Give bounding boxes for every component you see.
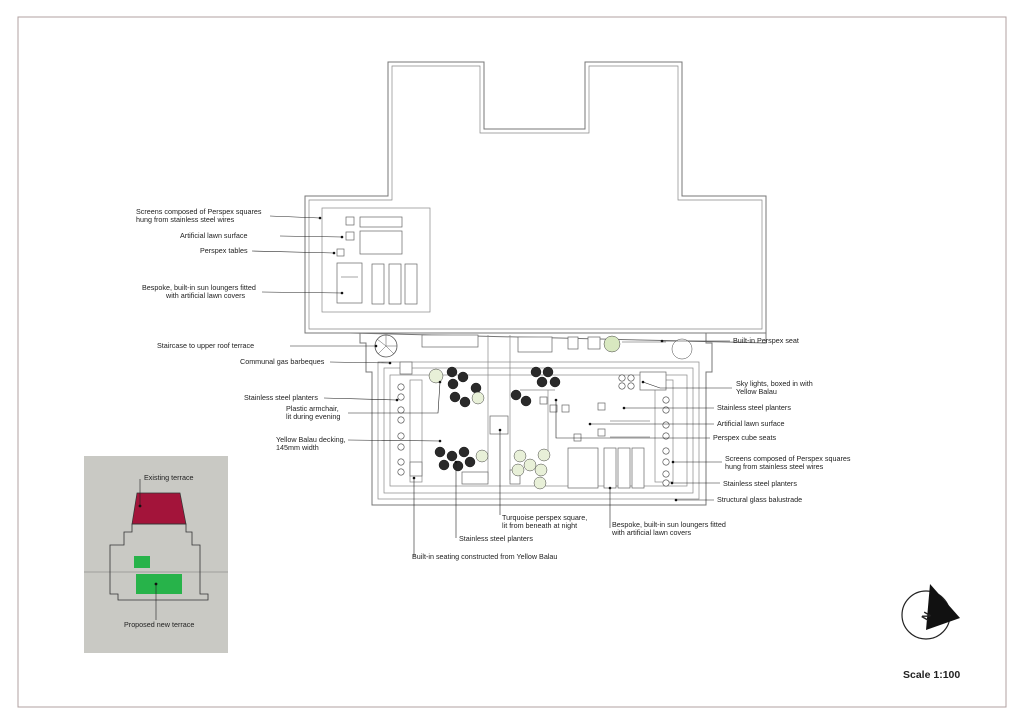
labels-left: Screens composed of Perspex squares hung…: [136, 207, 346, 452]
scale-label: Scale 1:100: [903, 669, 960, 681]
label-bbq: Communal gas barbeques: [240, 357, 325, 366]
proposed-terrace-plan: [349, 332, 767, 506]
label-screens-line1: Screens composed of Perspex squares: [136, 207, 262, 216]
spiral-staircase: [374, 334, 398, 358]
label-perspex-seat: Built-in Perspex seat: [733, 336, 799, 345]
inset-proposed-label: Proposed new terrace: [124, 620, 194, 629]
light-shrub-cluster: [428, 335, 693, 490]
label-skylights-line2: Yellow Balau: [736, 387, 777, 396]
label-loungers-bottom-line2: with artificial lawn covers: [611, 528, 691, 537]
label-skylights-line1: Sky lights, boxed in with: [736, 379, 813, 388]
label-loungers-line1: Bespoke, built-in sun loungers fitted: [142, 283, 256, 292]
label-artificial-lawn: Artificial lawn surface: [180, 231, 248, 240]
planting-symbols: [397, 335, 693, 490]
leader-lines: [251, 215, 732, 556]
label-screens-right-line2: hung from stainless steel wires: [725, 462, 824, 471]
label-planters-right: Stainless steel planters: [717, 403, 791, 412]
dark-shrub-cluster: [434, 366, 561, 472]
label-planters-right-2: Stainless steel planters: [723, 479, 797, 488]
label-planters-bottom: Stainless steel planters: [459, 534, 533, 543]
location-inset: Existing terrace Proposed new terrace: [84, 456, 228, 653]
proposed-terrace-block: [136, 574, 182, 594]
label-screens-line2: hung from stainless steel wires: [136, 215, 235, 224]
labels-bottom: Turquoise perspex square, lit from benea…: [412, 513, 726, 561]
label-screens-right-line1: Screens composed of Perspex squares: [725, 454, 851, 463]
label-balustrade: Structural glass balustrade: [717, 495, 802, 504]
label-lawn-right: Artificial lawn surface: [717, 419, 785, 428]
label-armchair-line2: lit during evening: [286, 412, 340, 421]
building-outline: [304, 61, 767, 334]
sheet-border: [17, 16, 1007, 708]
labels-right: Built-in Perspex seat Sky lights, boxed …: [713, 336, 851, 504]
side-planters: [397, 374, 670, 487]
inset-existing-label: Existing terrace: [144, 473, 194, 482]
label-decking-line1: Yellow Balau decking,: [276, 435, 346, 444]
label-built-in-seating: Built-in seating constructed from Yellow…: [412, 552, 557, 561]
label-loungers-bottom-line1: Bespoke, built-in sun loungers fitted: [612, 520, 726, 529]
label-cube-seats: Perspex cube seats: [713, 433, 777, 442]
label-planters-left: Stainless steel planters: [244, 393, 318, 402]
upper-roof-terrace: [321, 207, 431, 313]
label-staircase: Staircase to upper roof terrace: [157, 341, 254, 350]
label-perspex-tables: Perspex tables: [200, 246, 248, 255]
label-turquoise-line1: Turquoise perspex square,: [502, 513, 587, 522]
label-turquoise-line2: lit from beneath at night: [502, 521, 577, 530]
label-armchair-line1: Plastic armchair,: [286, 404, 339, 413]
label-loungers-line2: with artificial lawn covers: [165, 291, 245, 300]
north-arrow: N: [901, 584, 960, 640]
label-decking-line2: 145mm width: [276, 443, 319, 452]
inset-background: [84, 456, 228, 653]
